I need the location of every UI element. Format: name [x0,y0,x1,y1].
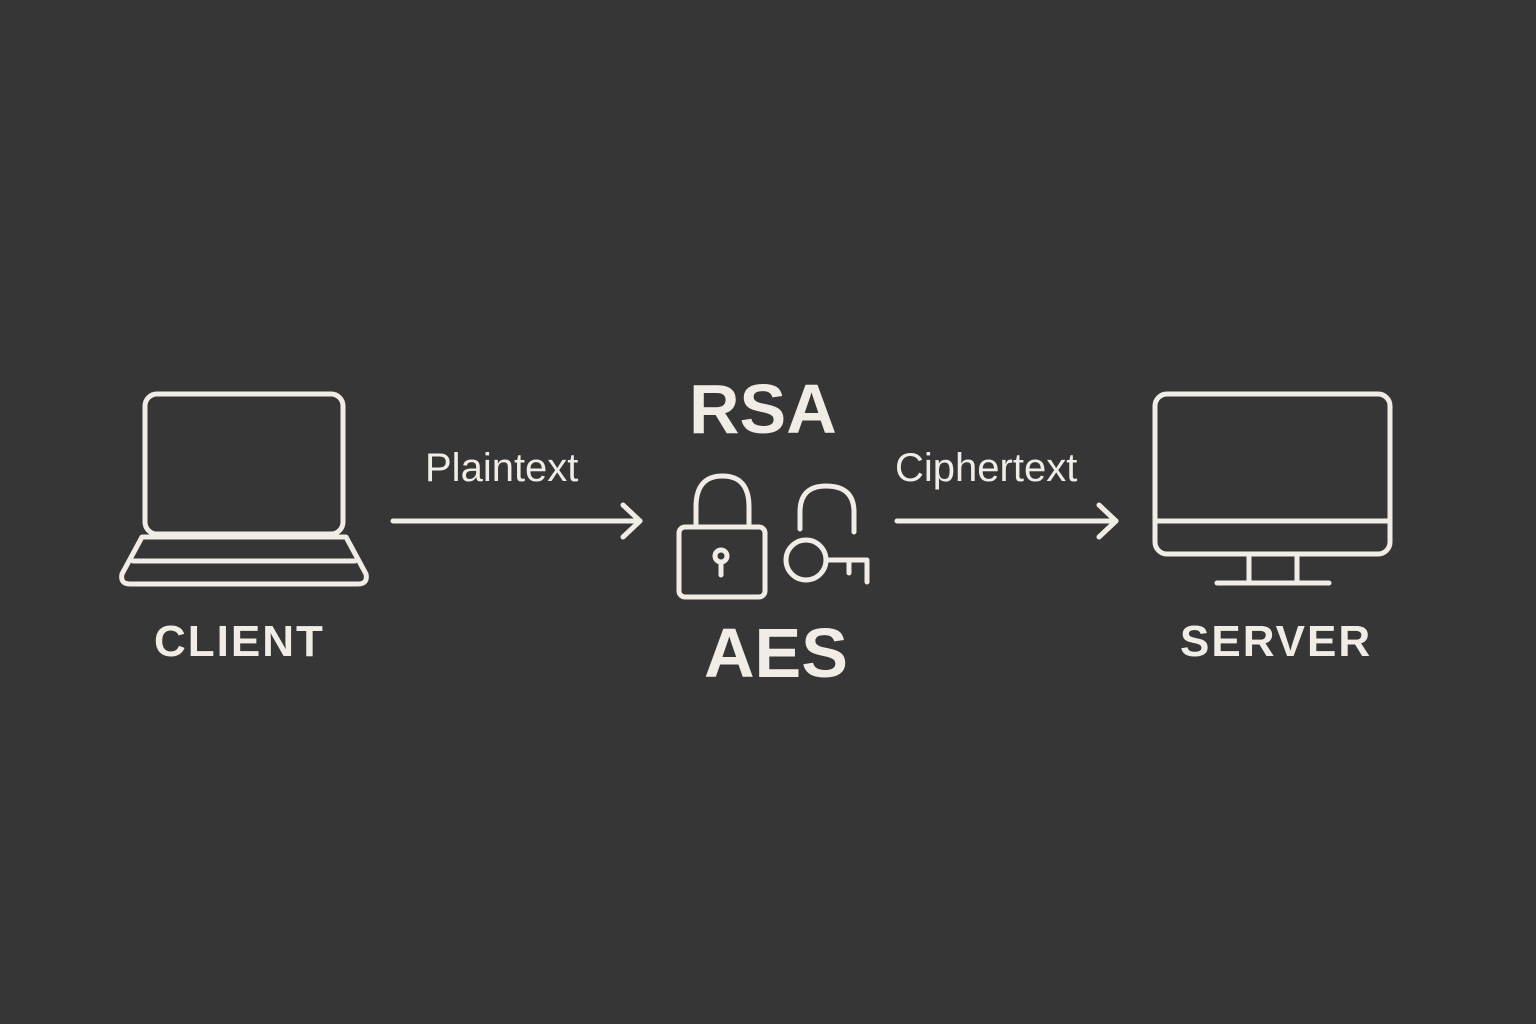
plaintext-arrow [390,502,643,540]
rsa-label: RSA [689,370,837,448]
padlock-icon [676,473,768,600]
ciphertext-label: Ciphertext [895,446,1078,490]
server-label: SERVER [1180,617,1373,666]
plaintext-label: Plaintext [425,446,579,490]
monitor-icon [1152,391,1393,586]
aes-label: AES [704,614,848,692]
key-icon [783,483,870,585]
client-label: CLIENT [154,617,325,666]
laptop-icon [119,391,369,587]
ciphertext-arrow [894,502,1119,540]
